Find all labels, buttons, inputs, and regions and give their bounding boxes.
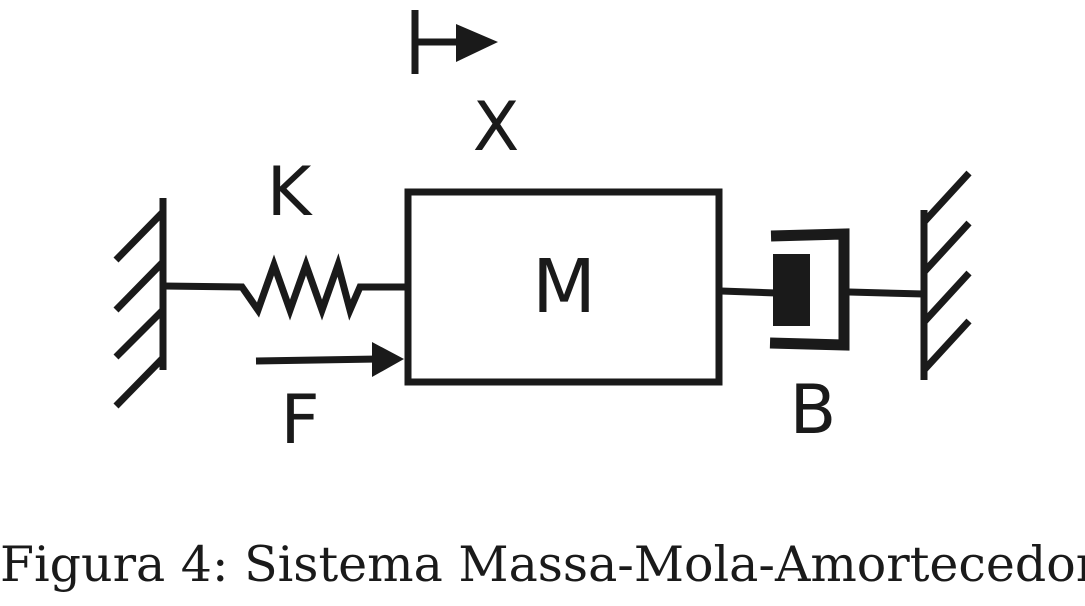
displacement-label: X	[473, 88, 520, 167]
left-wall	[113, 198, 167, 409]
damper	[720, 228, 925, 351]
mass-spring-damper-diagram: X K M F B	[113, 10, 972, 460]
damper-label: B	[790, 371, 837, 450]
displacement-arrow	[411, 10, 498, 74]
figure-caption: Figura 4: Sistema Massa-Mola-Amortecedor	[0, 536, 1085, 593]
force-label: F	[280, 381, 319, 460]
right-wall	[920, 170, 972, 380]
mass-label: M	[532, 244, 596, 330]
spring	[162, 253, 407, 321]
mass-block	[404, 188, 723, 386]
spring-label: K	[267, 153, 314, 232]
force-arrow	[255, 342, 404, 377]
